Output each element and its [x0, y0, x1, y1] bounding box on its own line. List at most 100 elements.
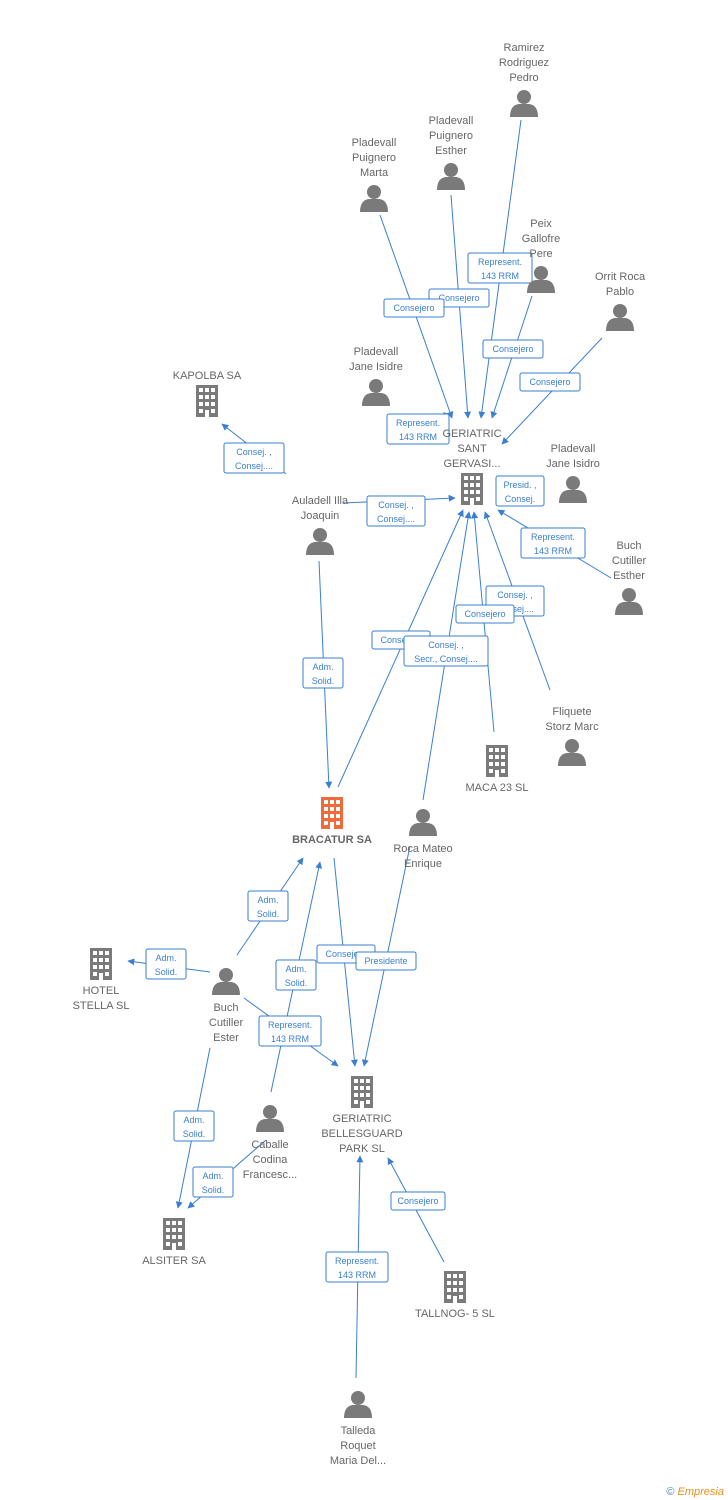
edge-label-text: Represent. [531, 532, 575, 542]
company-icon [486, 745, 508, 777]
node-label-line: Codina [253, 1154, 289, 1166]
edge-label-frame [173, 1110, 215, 1142]
edge-label-text: Solid. [257, 909, 280, 919]
footer-brand[interactable]: © Empresia [666, 1486, 724, 1498]
node-label-line: Talleda [341, 1425, 377, 1437]
edge-label-box[interactable]: Represent.143 RRM [325, 1251, 389, 1283]
node-label-line: Cutiller [612, 555, 647, 567]
node-label-line: Peix [530, 218, 552, 230]
edge-label-frame [386, 413, 450, 445]
person-icon [212, 968, 240, 995]
node-tallnog[interactable]: TALLNOG- 5 SL [415, 1271, 495, 1320]
node-label-line: GERIATRIC [442, 428, 501, 440]
edge-label-text: 143 RRM [271, 1034, 309, 1044]
edge-label-box[interactable]: Adm.Solid. [302, 657, 344, 689]
edge-label-text: Consejero [393, 303, 434, 313]
edge-label-text: Represent. [268, 1020, 312, 1030]
person-icon [256, 1105, 284, 1132]
node-label-line: KAPOLBA SA [173, 370, 242, 382]
edge-label-frame [275, 959, 317, 991]
person-icon [409, 809, 437, 836]
edge-label-text: Consej. , [236, 447, 272, 457]
edge-label-text: Consej.... [496, 604, 534, 614]
node-label-line: Pladevall [352, 137, 397, 149]
company-icon [351, 1076, 373, 1108]
edge-label-box[interactable]: Presidente [355, 951, 417, 971]
edge-label-text: Consejero [397, 1196, 438, 1206]
edge-label-frame [355, 951, 417, 971]
edge-label-text: Represent. [478, 257, 522, 267]
node-bracatur[interactable]: BRACATUR SA [292, 797, 372, 846]
node-maca[interactable]: MACA 23 SL [466, 745, 529, 794]
node-label-line: Cutiller [209, 1017, 244, 1029]
node-label-line: SANT [457, 443, 487, 455]
edge-label-box[interactable]: Adm.Solid. [145, 948, 187, 980]
node-label-line: Pladevall [354, 346, 399, 358]
edge-label-frame [247, 890, 289, 922]
node-label-line: Francesc... [243, 1169, 297, 1181]
edge-label-box[interactable]: Consej. ,Consej.... [223, 442, 285, 474]
edge-label-text: Solid. [285, 978, 308, 988]
edge-label-box[interactable]: Consejero [519, 372, 581, 392]
person-icon [615, 588, 643, 615]
node-label-line: Esther [435, 145, 467, 157]
edge-label-box[interactable]: Represent.143 RRM [386, 413, 450, 445]
node-label-line: Pablo [606, 286, 634, 298]
edge-label-frame [390, 1191, 446, 1211]
node-label-line: Ester [213, 1032, 239, 1044]
edge-label-box[interactable]: Represent. 143 RRM [258, 1015, 322, 1047]
edge-label-frame [520, 527, 586, 559]
edge-label-box[interactable]: Adm.Solid. [275, 959, 317, 991]
node-kapolba[interactable]: KAPOLBA SA [173, 370, 242, 417]
edge-label-frame [366, 495, 426, 527]
edge-label-box[interactable]: Consejero [383, 298, 445, 318]
edge-label-frame [325, 1251, 389, 1283]
edge-label-text: Consejero [464, 609, 505, 619]
node-label-line: STELLA SL [73, 1000, 130, 1012]
node-label-line: Gallofre [522, 233, 561, 245]
edge-label-frame [482, 339, 544, 359]
edge-label-box[interactable]: Consejero [455, 604, 515, 624]
edge-label-text: 143 RRM [534, 546, 572, 556]
node-caballe[interactable]: CaballeCodinaFrancesc... [243, 1105, 297, 1181]
edge-label-text: Solid. [183, 1129, 206, 1139]
edge-label-box[interactable]: Represent.143 RRM [467, 252, 533, 284]
edge-label-box[interactable]: Presid. ,Consej. [495, 475, 545, 507]
edge-label-text: Consejero [325, 949, 366, 959]
edge-label-box[interactable]: Represent. 143 RRM [520, 527, 586, 559]
edge-label-text: Consej. , [497, 590, 533, 600]
edge-label-box[interactable]: Consejero [482, 339, 544, 359]
edge-label-box[interactable]: Adm.Solid. [173, 1110, 215, 1142]
node-label-line: ALSITER SA [142, 1255, 206, 1267]
edge-label-frame [145, 948, 187, 980]
person-icon [510, 90, 538, 117]
edge-label-box[interactable]: Consej. ,Secr., Consej.... [403, 635, 489, 667]
node-label-line: Enrique [404, 858, 442, 870]
node-geriatric-sant[interactable]: GERIATRICSANTGERVASI... [442, 428, 502, 505]
edge-label-box[interactable]: Consej. ,Consej.... [366, 495, 426, 527]
node-label-line: Pere [529, 248, 552, 260]
edge-label-box[interactable]: Adm.Solid. [247, 890, 289, 922]
edge-label-box[interactable]: Consejero [390, 1191, 446, 1211]
node-label-line: Pladevall [429, 115, 474, 127]
node-label-line: PARK SL [339, 1143, 385, 1155]
edge-label-frame [495, 475, 545, 507]
edge-label-box[interactable]: Adm.Solid. [192, 1166, 234, 1198]
node-alsiter[interactable]: ALSITER SA [142, 1218, 206, 1267]
edge-label-text: Adm. [202, 1171, 223, 1181]
